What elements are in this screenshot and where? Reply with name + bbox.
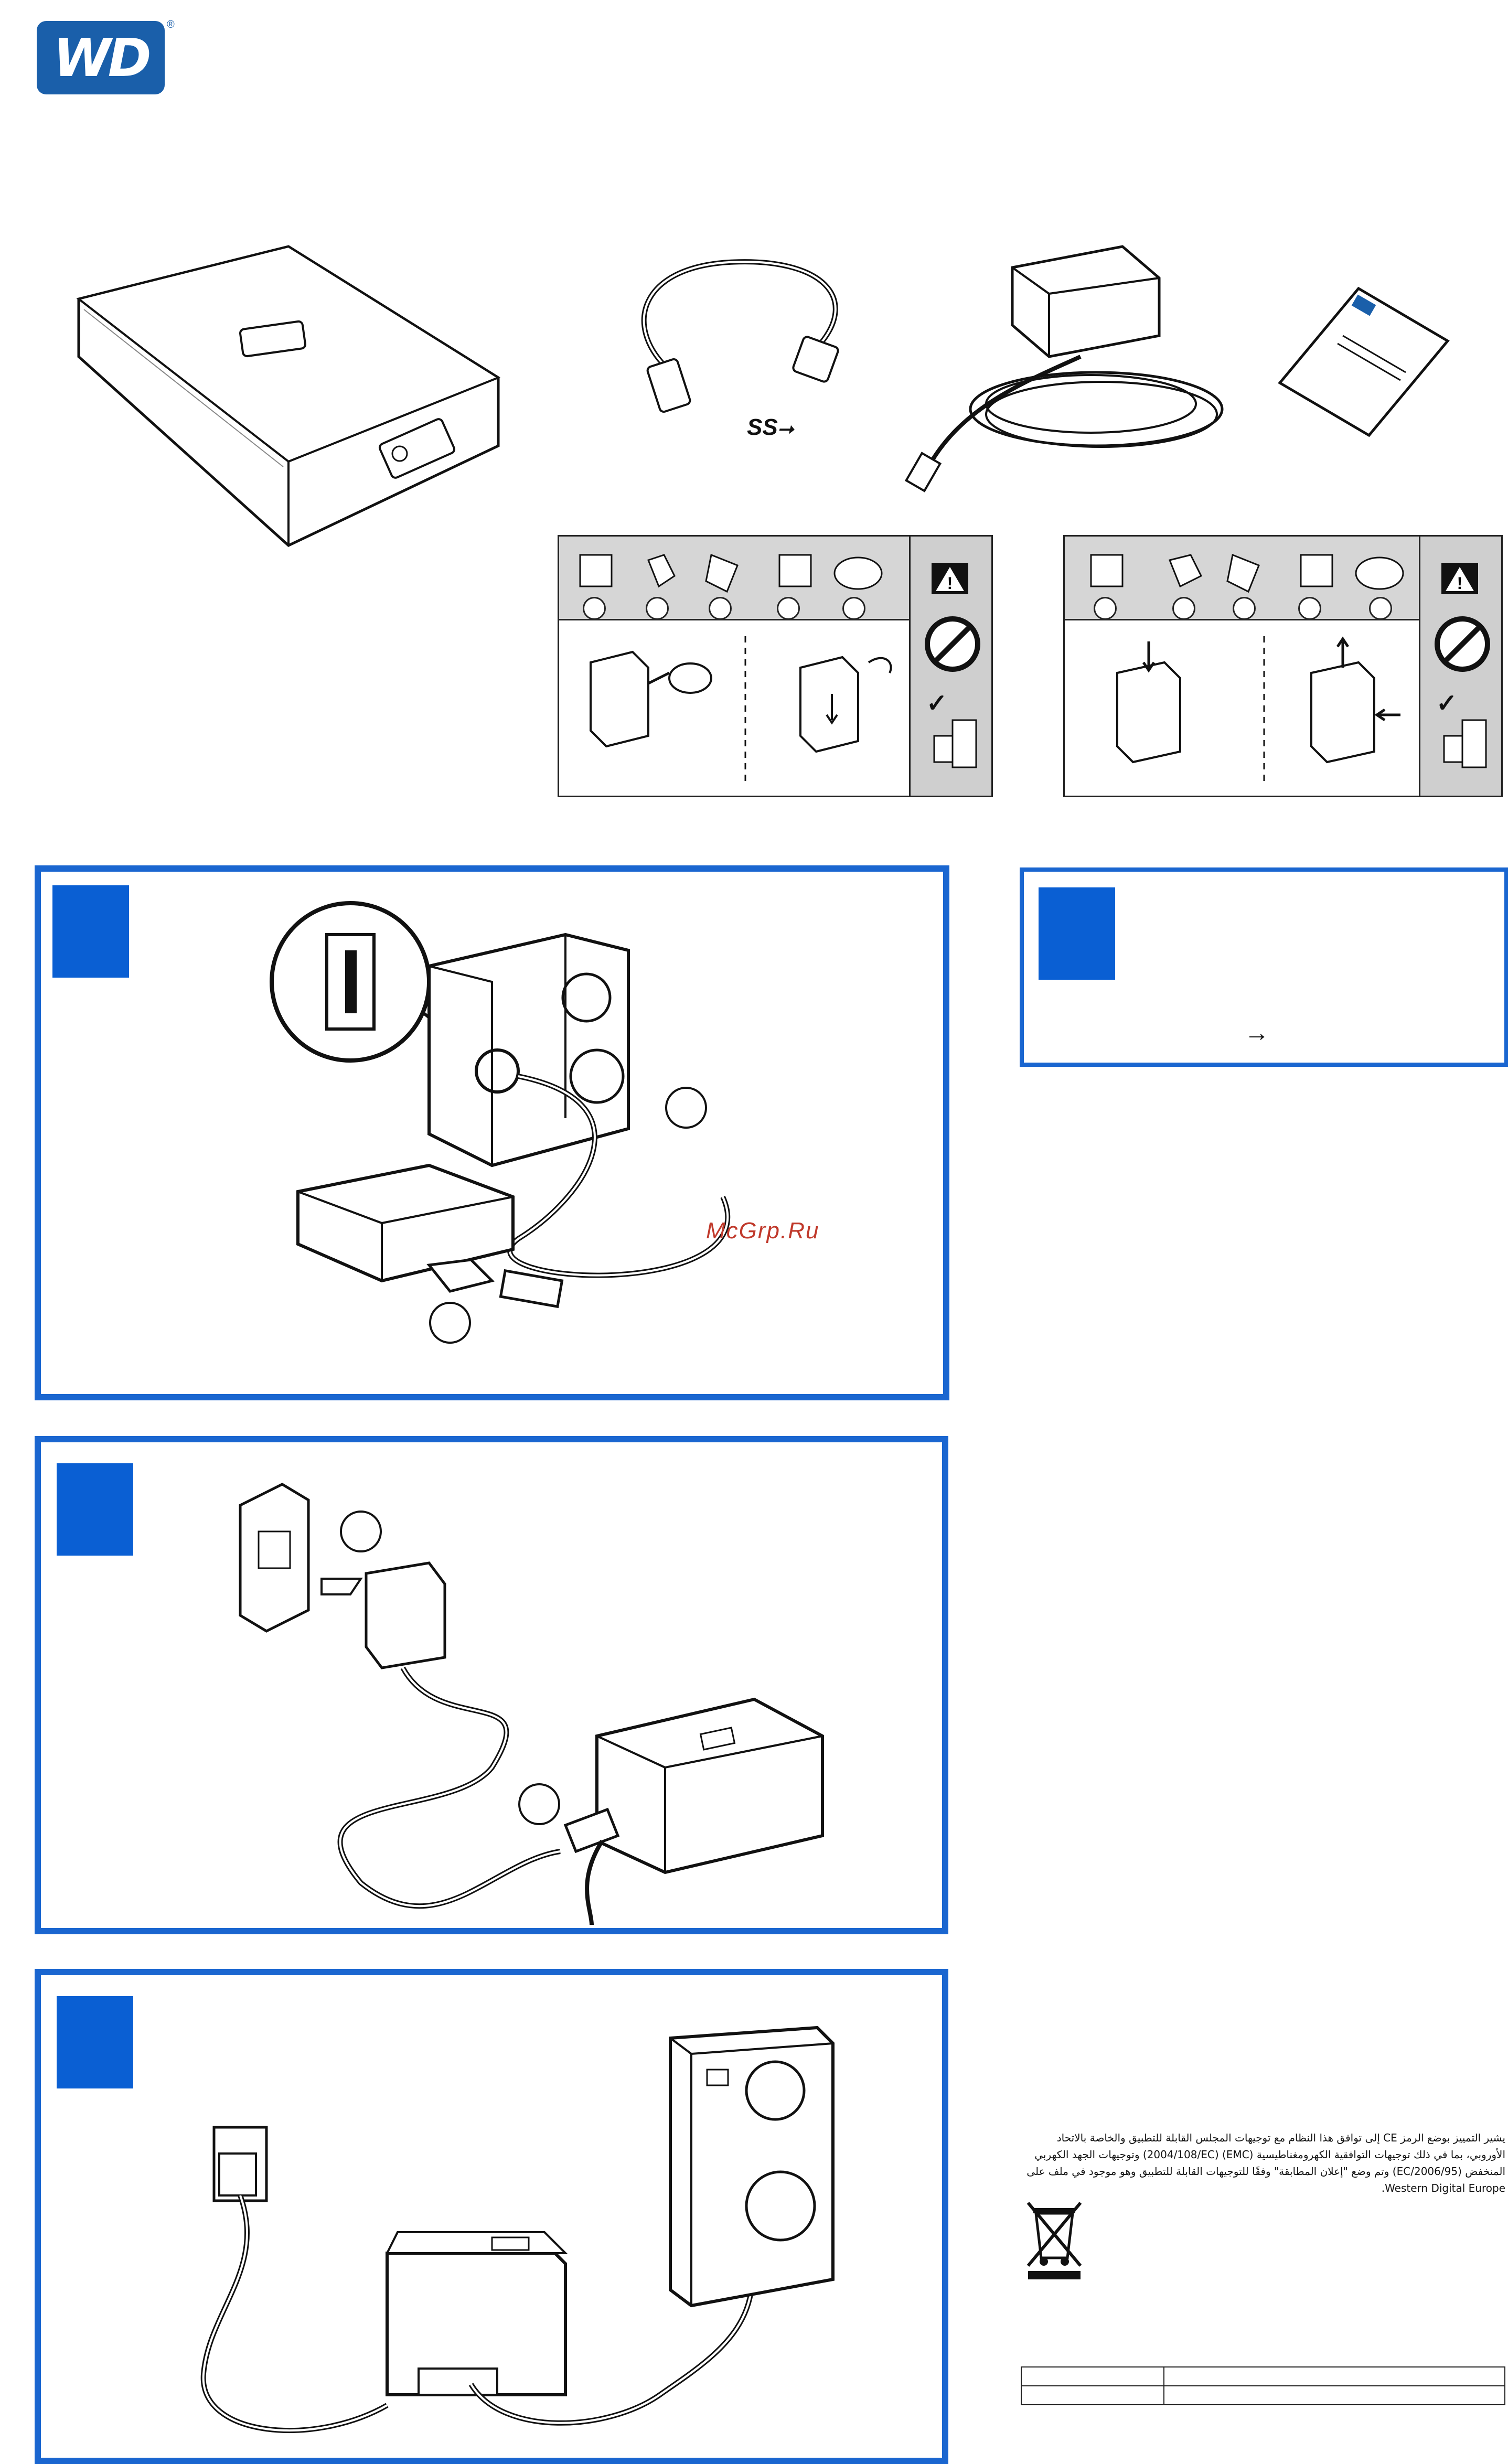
table-cell <box>1163 2385 1505 2405</box>
plug-option-circle <box>646 597 669 620</box>
checkmark-icon: ✓ <box>1436 690 1458 717</box>
plug-option-circle <box>1298 597 1321 620</box>
plug-option-circle <box>1172 597 1195 620</box>
plug-option-circle <box>709 597 732 620</box>
registered-mark: ® <box>167 19 175 30</box>
adapter-plug-box-2: ! ✓ <box>1063 535 1503 797</box>
step-panel-side: → <box>1020 867 1508 1067</box>
info-table <box>1021 2366 1505 2405</box>
quick-install-guide-illustration <box>1278 286 1450 437</box>
power-connect-illustration <box>239 1483 824 1925</box>
step-number-box <box>1039 887 1115 980</box>
regulatory-text-arabic: يشير التمييز بوضع الرمز CE إلى توافق هذا… <box>1026 2131 1505 2194</box>
step-number-box <box>57 1463 133 1556</box>
warning-panel: ! ✓ <box>909 537 991 796</box>
step-panel-2 <box>35 1436 948 1934</box>
warning-triangle-icon: ! <box>932 563 968 594</box>
power-adapter-illustration <box>904 245 1224 492</box>
no-symbol-icon <box>1435 616 1490 672</box>
plug-options-strip <box>559 537 909 620</box>
step-panel-1 <box>35 865 949 1400</box>
plug-in-wall-icon <box>933 719 977 768</box>
step-number-box <box>52 885 129 978</box>
svg-text:!: ! <box>947 574 953 593</box>
plug-remove-step-illustration <box>1116 636 1400 783</box>
plug-option-circle <box>842 597 865 620</box>
table-row <box>1021 2366 1505 2386</box>
warning-panel: ! ✓ <box>1419 537 1501 796</box>
plug-option-circle <box>1094 597 1117 620</box>
svg-text:!: ! <box>1457 574 1463 593</box>
complete-setup-illustration <box>200 2026 835 2433</box>
superspeed-usb-logo: SS⭢ <box>747 414 794 440</box>
plug-option-circle <box>583 597 606 620</box>
plug-in-wall-icon <box>1443 719 1487 768</box>
crossed-bin-icon <box>1026 2202 1082 2279</box>
plug-option-circle <box>777 597 800 620</box>
plug-types-icons <box>1090 553 1404 593</box>
step-number-box <box>57 1996 133 2088</box>
plug-attach-step-illustration <box>590 636 892 783</box>
checkmark-icon: ✓ <box>926 690 948 717</box>
watermark-text: McGrp.Ru <box>706 1218 820 1244</box>
plug-types-icons <box>579 553 883 593</box>
plug-options-strip <box>1065 537 1419 620</box>
usb-cable-illustration <box>641 259 839 413</box>
table-cell <box>1021 2366 1164 2386</box>
plug-option-circle <box>1369 597 1392 620</box>
table-row <box>1021 2385 1505 2405</box>
right-arrow-icon: → <box>1244 1019 1269 1047</box>
hard-drive-illustration <box>76 245 501 547</box>
wd-logo: WD <box>37 21 165 94</box>
table-cell <box>1021 2385 1164 2405</box>
warning-triangle-icon: ! <box>1441 563 1478 594</box>
table-cell <box>1163 2366 1505 2386</box>
plug-option-circle <box>1233 597 1256 620</box>
no-symbol-icon <box>925 616 980 672</box>
adapter-plug-box-1: ! ✓ <box>558 535 993 797</box>
usb-connect-illustration <box>270 901 731 1344</box>
step-panel-3 <box>35 1969 948 2464</box>
